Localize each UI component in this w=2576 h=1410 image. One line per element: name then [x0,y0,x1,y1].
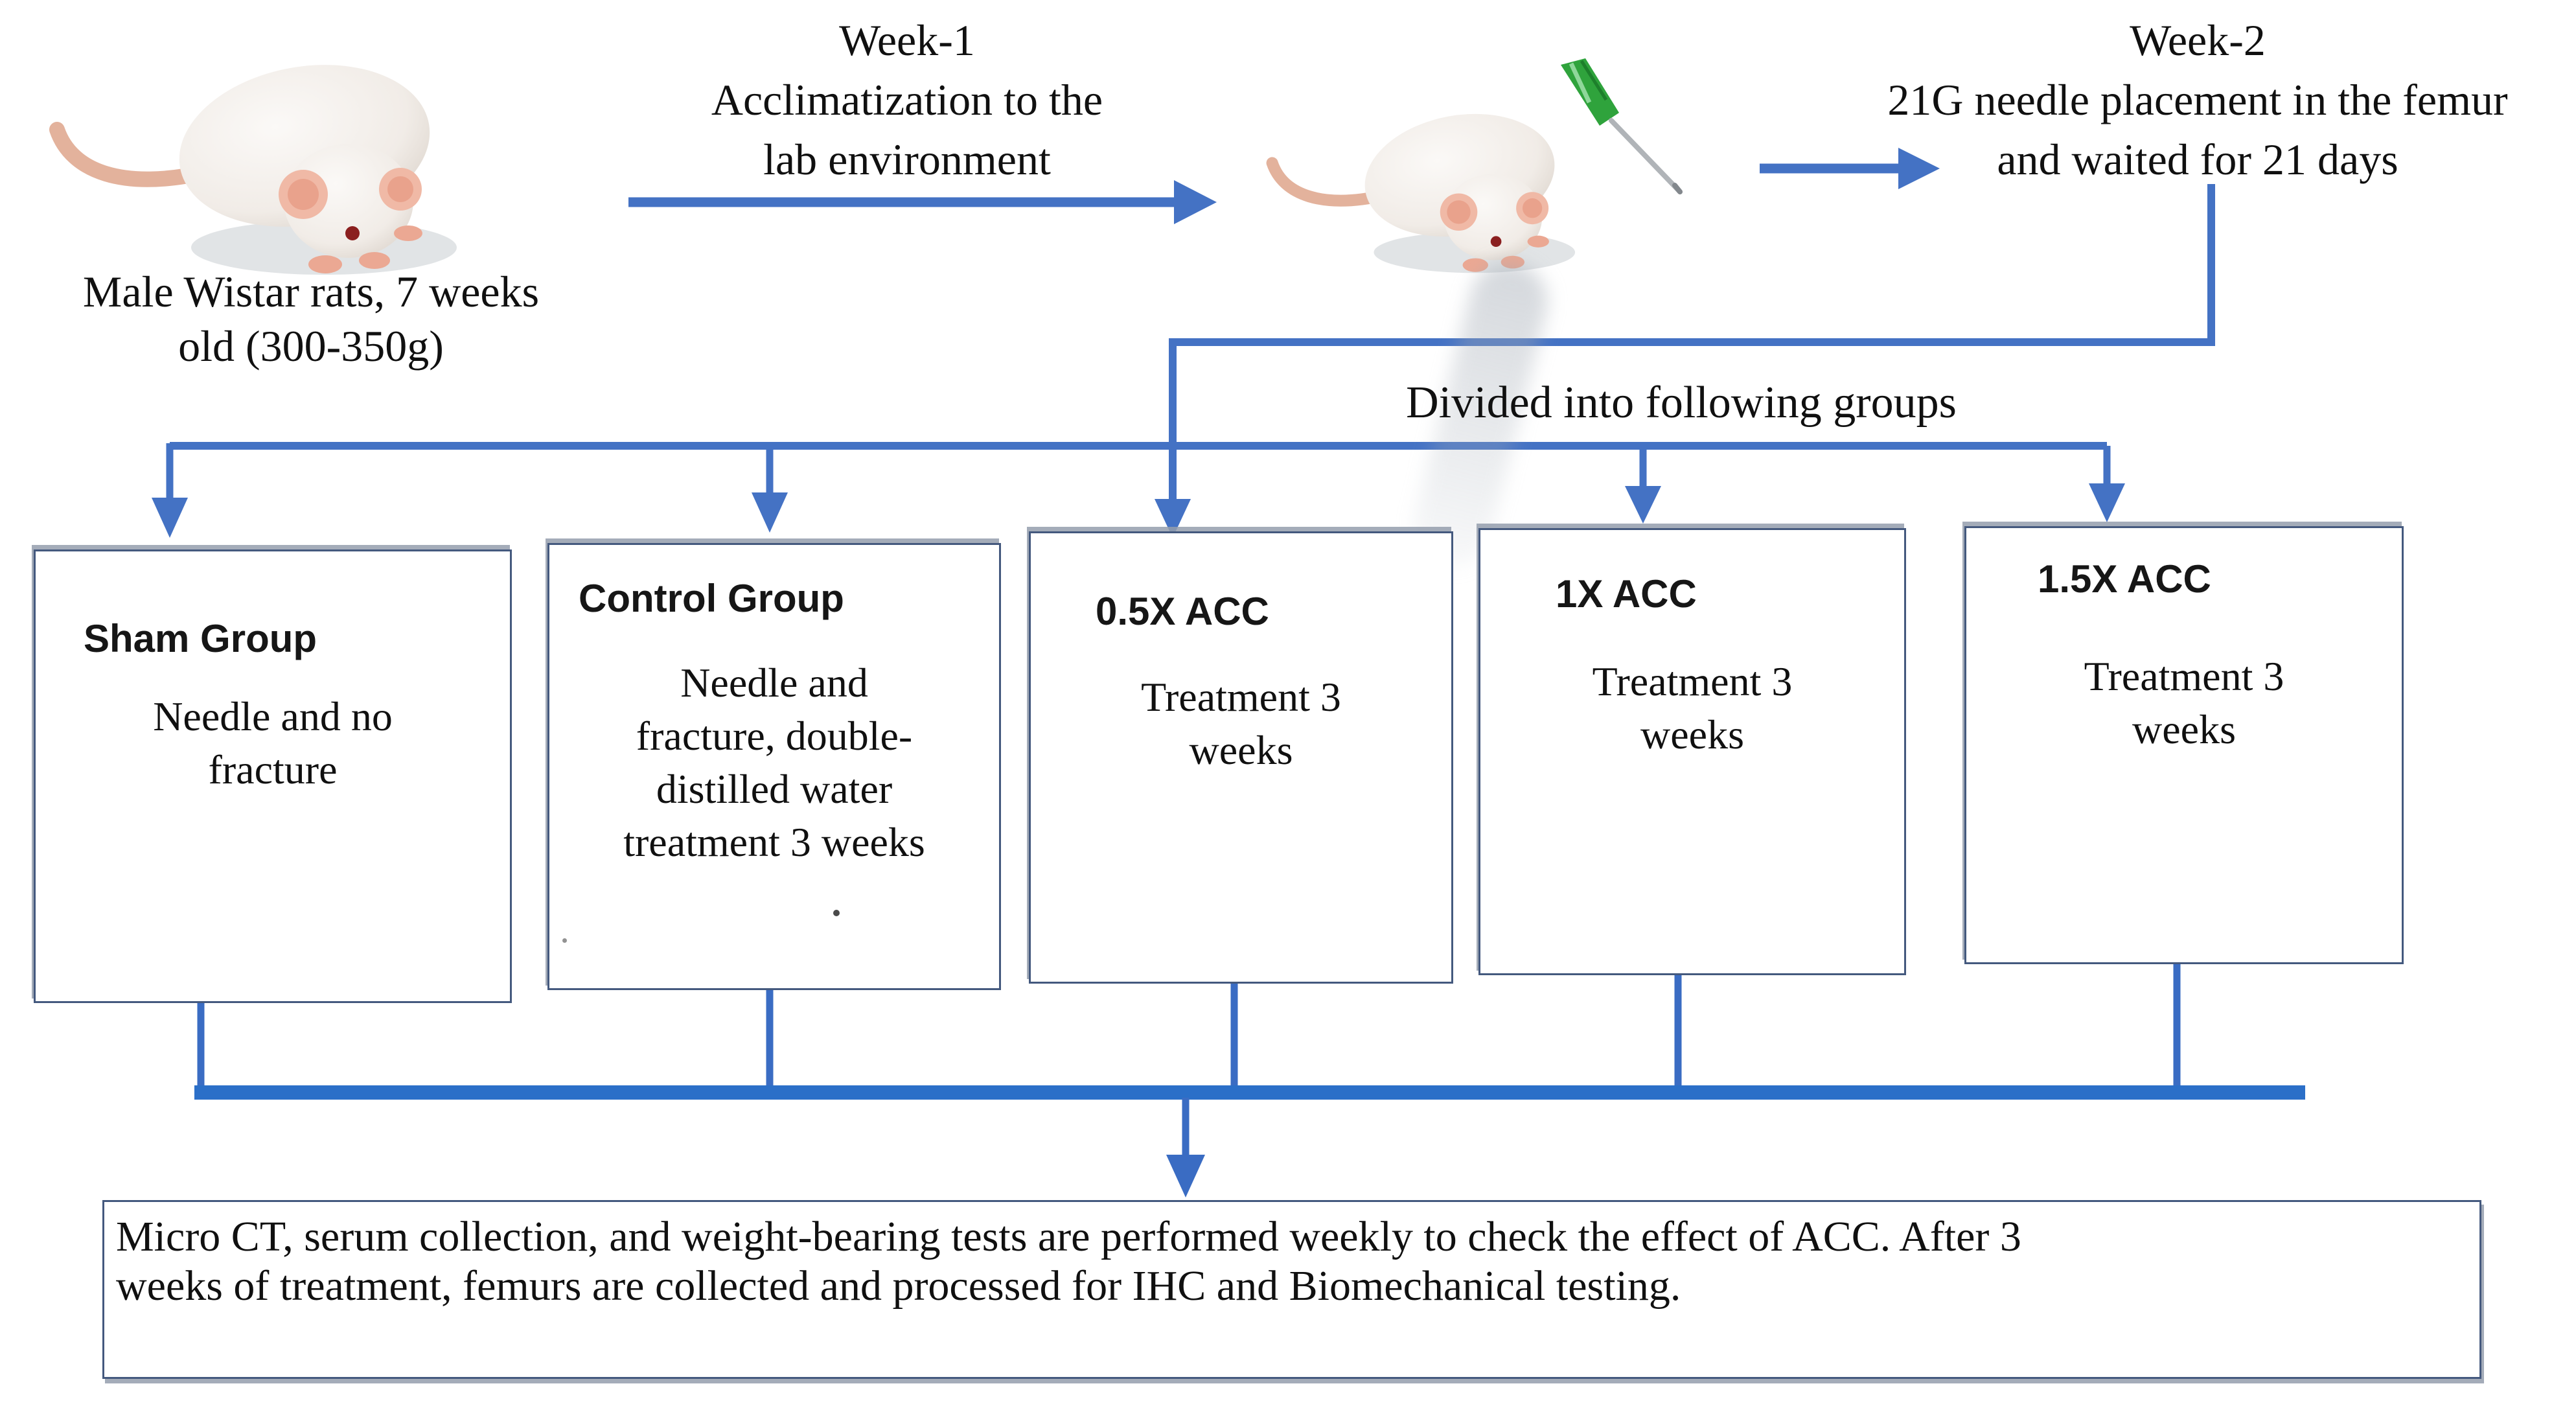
outcome-box: Micro CT, serum collection, and weight-b… [102,1200,2481,1379]
rat-image-2 [1266,113,1576,273]
stray-dot [562,938,567,943]
arrow-to-outcome [1166,1098,1205,1197]
connector-week2-to-groups [1155,184,2215,538]
connector-group-distribution [152,442,2125,538]
needle-icon [1561,58,1683,194]
stray-dot [833,910,840,916]
group-title: Control Group [579,577,844,620]
group-title: 0.5X ACC [1096,590,1269,633]
connector-collector [194,964,2305,1100]
divided-into-groups-label: Divided into following groups [1406,378,1957,428]
arrow-week2 [1760,148,1940,189]
group-title: 1X ACC [1556,572,1697,616]
group-title: Sham Group [84,617,317,660]
arrow-week1 [628,180,1217,224]
outcome-text: Micro CT, serum collection, and weight-b… [116,1213,2021,1310]
rat-image-1 [49,65,457,275]
group-title: 1.5X ACC [2038,557,2211,601]
